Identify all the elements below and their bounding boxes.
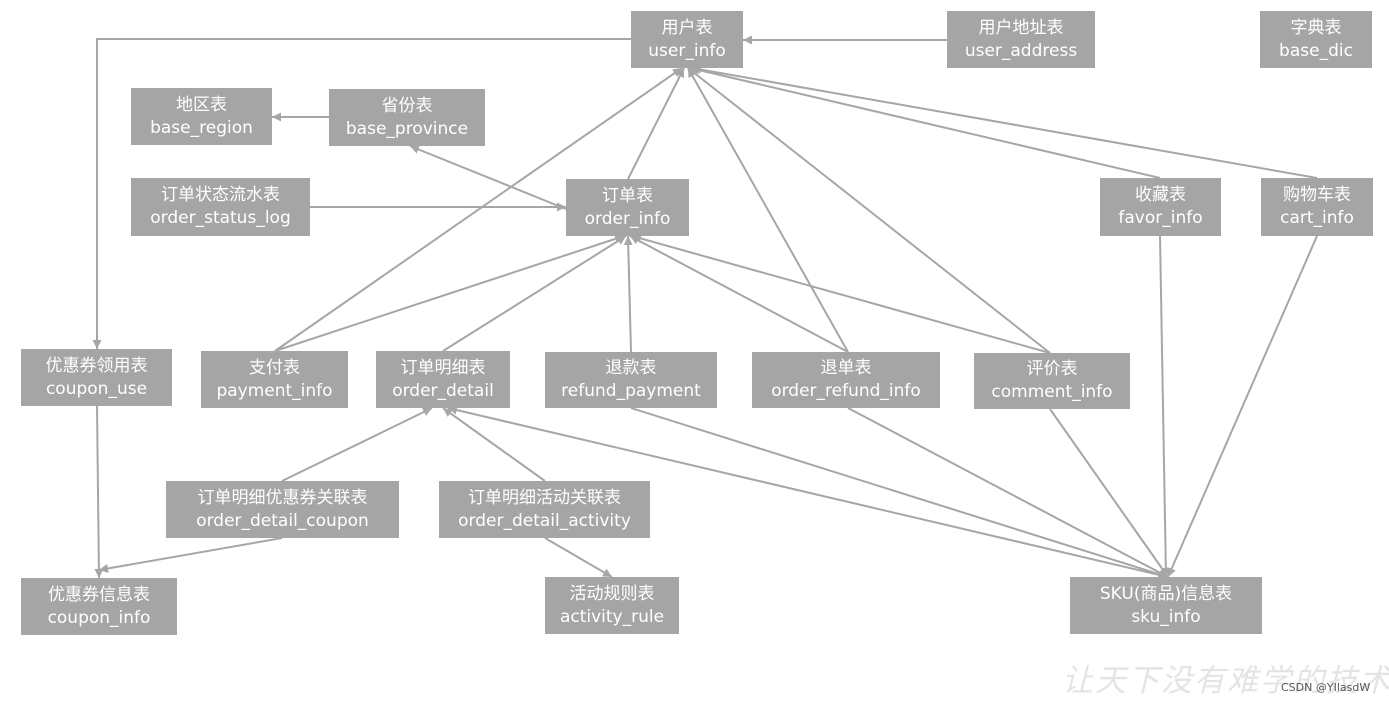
node-en-label: coupon_use <box>45 378 148 399</box>
node-en-label: favor_info <box>1118 208 1203 228</box>
node-en-label: base_province <box>345 118 469 139</box>
node-cn-label: 订单明细活动关联表 <box>468 487 621 508</box>
node-en-label: base_dic <box>1279 40 1353 61</box>
edge-refund-payment-to-sku-info <box>630 407 1169 579</box>
edge-payment-info-to-user-info <box>274 67 683 352</box>
edge-order-info-to-user-info <box>627 67 685 180</box>
table-node-base-region[interactable]: 地区表 base_region <box>131 88 272 145</box>
table-node-order-detail-coupon[interactable]: 订单明细优惠券关联表 order_detail_coupon <box>166 481 399 538</box>
node-en-label: order_status_log <box>150 208 291 228</box>
node-en-label: refund_payment <box>561 381 701 401</box>
table-node-order-refund-info[interactable]: 退单表 order_refund_info <box>752 352 940 408</box>
node-cn-label: 评价表 <box>1026 359 1078 379</box>
node-cn-label: 订单明细优惠券关联表 <box>197 487 368 508</box>
edge-order-detail-activity-to-order-detail <box>442 407 546 482</box>
edge-order-refund-info-to-sku-info <box>847 407 1169 578</box>
edge-sku-info-to-order-detail <box>447 405 1169 578</box>
node-en-label: order_info <box>584 208 671 229</box>
edge-favor-info-to-sku-info <box>1159 235 1171 578</box>
node-en-label: user_info <box>648 40 726 61</box>
table-node-favor-info[interactable]: 收藏表 favor_info <box>1100 178 1221 236</box>
edge-coupon-use-to-coupon-info <box>94 405 104 579</box>
edge-order-detail-coupon-to-coupon-info <box>98 537 283 573</box>
edge-refund-payment-to-order-info <box>623 235 633 353</box>
node-cn-label: 购物车表 <box>1283 185 1351 205</box>
node-en-label: coupon_info <box>47 607 151 628</box>
node-en-label: payment_info <box>216 380 333 401</box>
node-cn-label: 用户地址表 <box>978 17 1064 38</box>
table-node-user-info[interactable]: 用户表 user_info <box>631 11 743 68</box>
node-en-label: order_detail_activity <box>458 510 631 531</box>
node-en-label: activity_rule <box>559 606 665 627</box>
edge-payment-info-to-order-info <box>274 234 625 352</box>
table-node-cart-info[interactable]: 购物车表 cart_info <box>1261 178 1373 236</box>
watermark-text: 让天下没有难学的技术 <box>1062 663 1389 699</box>
edge-order-info-to-base-province <box>409 145 567 210</box>
node-en-label: base_region <box>150 117 253 138</box>
edge-order-detail-activity-to-activity-rule <box>544 537 613 578</box>
edge-order-refund-info-to-order-info <box>629 235 849 353</box>
node-en-label: sku_info <box>1131 606 1201 627</box>
edge-comment-info-to-user-info <box>687 67 1051 354</box>
table-node-coupon-use[interactable]: 优惠券领用表 coupon_use <box>21 349 172 406</box>
node-cn-label: 退款表 <box>605 358 657 378</box>
edge-cart-info-to-sku-info <box>1167 235 1318 578</box>
node-en-label: order_detail_coupon <box>196 510 369 531</box>
edge-order-detail-to-order-info <box>442 235 627 352</box>
node-cn-label: 字典表 <box>1290 17 1342 38</box>
node-cn-label: 地区表 <box>176 94 227 115</box>
node-cn-label: 活动规则表 <box>569 583 655 604</box>
node-cn-label: SKU(商品)信息表 <box>1099 583 1233 604</box>
table-node-sku-info[interactable]: SKU(商品)信息表 sku_info <box>1070 577 1262 634</box>
table-node-order-info[interactable]: 订单表 order_info <box>566 179 689 236</box>
edge-cart-info-to-user-info <box>691 65 1318 179</box>
edge-order-detail-coupon-to-order-detail <box>281 407 433 482</box>
table-node-coupon-info[interactable]: 优惠券信息表 coupon_info <box>21 578 177 635</box>
node-cn-label: 用户表 <box>661 17 713 38</box>
node-en-label: order_refund_info <box>771 381 921 401</box>
table-node-base-province[interactable]: 省份表 base_province <box>329 89 485 146</box>
table-node-user-address[interactable]: 用户地址表 user_address <box>947 11 1095 68</box>
node-en-label: user_address <box>964 40 1078 61</box>
edge-comment-info-to-order-info <box>631 234 1051 354</box>
node-cn-label: 省份表 <box>381 95 433 116</box>
node-en-label: cart_info <box>1280 208 1354 228</box>
table-node-order-status-log[interactable]: 订单状态流水表 order_status_log <box>131 178 310 236</box>
table-node-refund-payment[interactable]: 退款表 refund_payment <box>545 352 717 408</box>
node-cn-label: 退单表 <box>820 358 872 378</box>
table-node-order-detail[interactable]: 订单明细表 order_detail <box>376 351 510 408</box>
node-cn-label: 优惠券信息表 <box>48 584 150 605</box>
node-cn-label: 支付表 <box>249 357 300 378</box>
table-node-comment-info[interactable]: 评价表 comment_info <box>974 353 1130 409</box>
node-en-label: comment_info <box>991 382 1113 402</box>
node-en-label: order_detail <box>392 380 494 401</box>
credit-text: CSDN @YIlasdW <box>1281 681 1371 694</box>
table-node-payment-info[interactable]: 支付表 payment_info <box>201 351 348 408</box>
edge-user-info-to-coupon-use <box>92 38 631 349</box>
edge-order-refund-info-to-user-info <box>687 67 849 353</box>
node-cn-label: 优惠券领用表 <box>45 355 148 376</box>
edge-comment-info-to-sku-info <box>1049 408 1169 578</box>
table-node-order-detail-activity[interactable]: 订单明细活动关联表 order_detail_activity <box>439 481 650 538</box>
node-cn-label: 订单表 <box>602 185 653 206</box>
node-cn-label: 订单状态流水表 <box>161 185 280 205</box>
node-cn-label: 订单明细表 <box>400 357 486 378</box>
node-cn-label: 收藏表 <box>1135 185 1186 205</box>
edge-favor-info-to-user-info <box>689 65 1161 179</box>
table-node-base-dic[interactable]: 字典表 base_dic <box>1260 11 1372 68</box>
table-node-activity-rule[interactable]: 活动规则表 activity_rule <box>545 577 679 634</box>
